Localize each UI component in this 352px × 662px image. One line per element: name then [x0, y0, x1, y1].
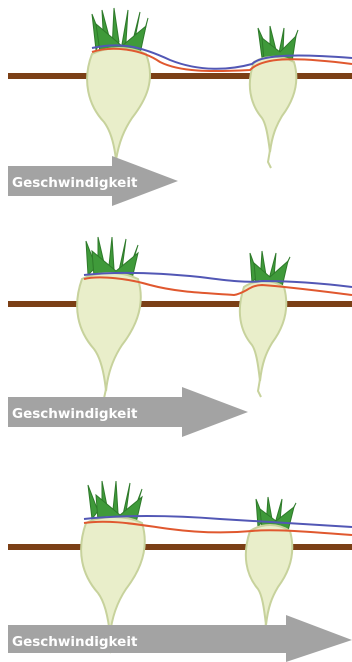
beet-diagram-low: Geschwindigkeit [0, 0, 352, 215]
sugar-beet [87, 8, 150, 176]
sugar-beet [77, 237, 141, 411]
sugar-beet [250, 26, 298, 168]
speed-label: Geschwindigkeit [12, 406, 138, 422]
beet-diagram-high: Geschwindigkeit [0, 447, 352, 662]
sugar-beet [240, 251, 290, 397]
speed-label: Geschwindigkeit [12, 175, 138, 191]
soil-line [8, 544, 352, 550]
beet-diagram-medium: Geschwindigkeit [0, 225, 352, 440]
panel-high-speed: Geschwindigkeit [0, 447, 352, 662]
speed-arrow: Geschwindigkeit [8, 156, 178, 206]
speed-label: Geschwindigkeit [12, 634, 138, 650]
panel-medium-speed: Geschwindigkeit [0, 225, 352, 440]
speed-arrow: Geschwindigkeit [8, 615, 352, 662]
panel-low-speed: Geschwindigkeit [0, 0, 352, 215]
speed-arrow: Geschwindigkeit [8, 387, 248, 437]
soil-line [8, 73, 352, 79]
soil-line [8, 301, 352, 307]
